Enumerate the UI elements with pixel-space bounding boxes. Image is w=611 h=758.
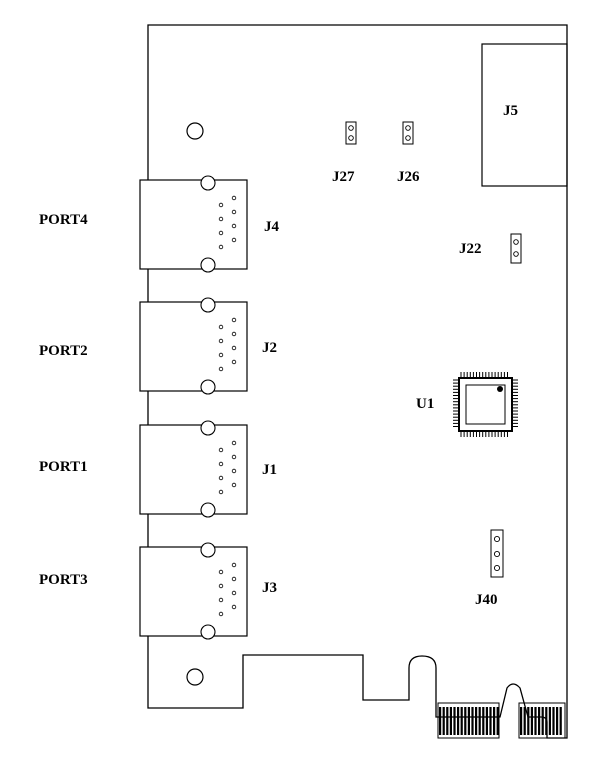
j26-label: J26: [397, 169, 420, 185]
rj45-port-j3: [139, 542, 248, 640]
mounting-hole-top: [186, 122, 204, 140]
j5-label: J5: [503, 103, 518, 119]
connector-label-j2: J2: [262, 340, 277, 356]
connector-label-j1: J1: [262, 462, 277, 478]
edge-connector-right: [518, 702, 566, 739]
u1-chip: [453, 372, 518, 437]
j40-label: J40: [475, 592, 498, 608]
rj45-port-j1: [139, 420, 248, 518]
connector-label-j4: J4: [264, 219, 280, 235]
u1-label: U1: [416, 396, 434, 412]
j27-jumper: [345, 121, 357, 145]
rj45-port-j4: [139, 175, 248, 273]
j27-label: J27: [332, 169, 355, 185]
connector-label-j3: J3: [262, 580, 277, 596]
port-label-port1: PORT1: [39, 459, 88, 475]
j22-jumper: [510, 233, 522, 264]
port-label-port4: PORT4: [39, 212, 88, 228]
port-label-port2: PORT2: [39, 343, 88, 359]
j5-connector: [481, 43, 568, 187]
j22-label: J22: [459, 241, 482, 257]
j26-jumper: [402, 121, 414, 145]
port-label-port3: PORT3: [39, 572, 88, 588]
j40-header: [490, 529, 504, 578]
rj45-port-j2: [139, 297, 248, 395]
edge-connector-left: [437, 702, 500, 739]
mounting-hole-bottom: [186, 668, 204, 686]
